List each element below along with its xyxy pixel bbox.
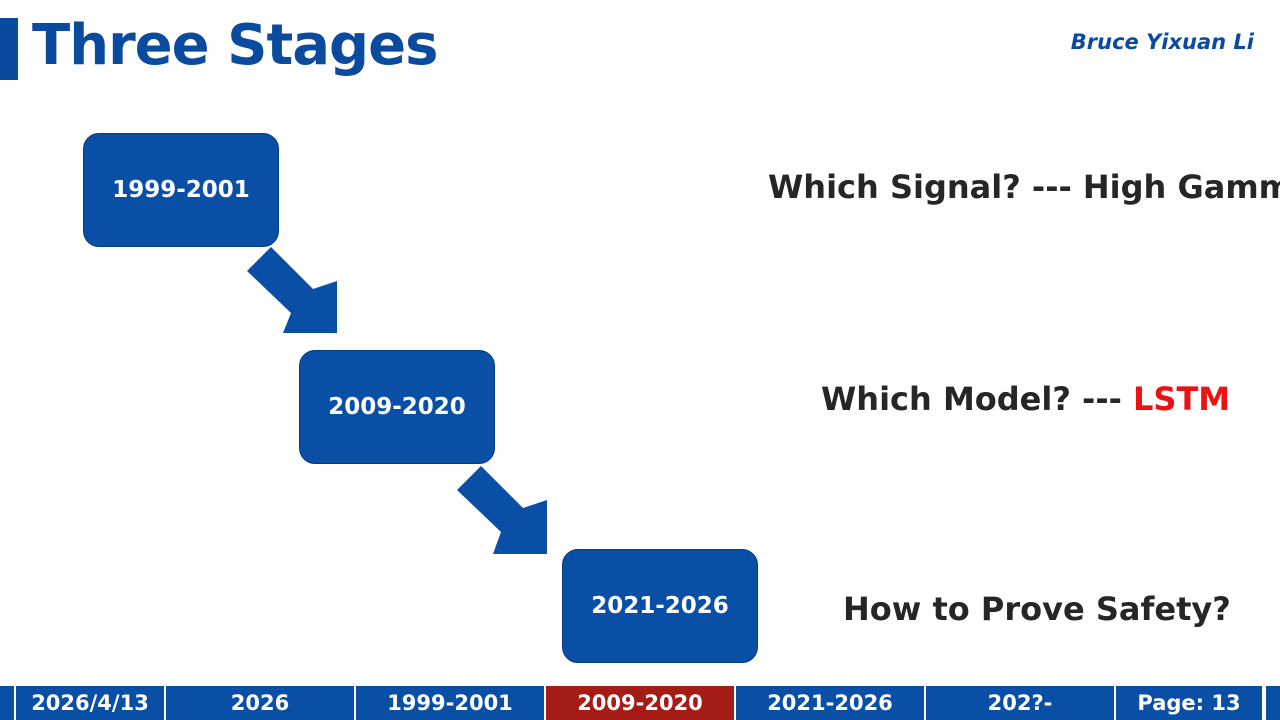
stage-question-1-text: Which Signal? --- High Gamma xyxy=(768,168,1280,206)
down-right-arrow-icon xyxy=(247,247,337,333)
footer-section-1999-2001[interactable]: 1999-2001 xyxy=(354,686,544,720)
footer-right-edge xyxy=(1266,686,1280,720)
title-accent-bar xyxy=(0,18,18,80)
stage-box-2: 2009-2020 xyxy=(299,350,495,464)
footer-section-2021-2026[interactable]: 2021-2026 xyxy=(734,686,924,720)
stage-question-3-text: How to Prove Safety? xyxy=(843,590,1231,628)
footer-section-2009-2020[interactable]: 2009-2020 xyxy=(544,686,734,720)
footer-date: 2026/4/13 xyxy=(14,686,164,720)
footer-left-edge xyxy=(0,686,14,720)
footer-page-number: Page: 13 xyxy=(1114,686,1262,720)
footer-divider xyxy=(1262,686,1266,720)
author-name: Bruce Yixuan Li xyxy=(1070,30,1254,54)
footer-section-202x[interactable]: 202?- xyxy=(924,686,1114,720)
stage-question-2-text: Which Model? --- xyxy=(821,380,1134,418)
stage-question-3: How to Prove Safety? xyxy=(843,590,1231,628)
stage-box-3: 2021-2026 xyxy=(562,549,758,663)
stage-question-2-highlight: LSTM xyxy=(1133,380,1231,418)
stage-question-2: Which Model? --- LSTM xyxy=(821,380,1230,418)
stage-box-1: 1999-2001 xyxy=(83,133,279,247)
footer-year[interactable]: 2026 xyxy=(164,686,354,720)
down-right-arrow-icon xyxy=(457,466,547,554)
footer-nav-bar: 2026/4/13 2026 1999-2001 2009-2020 2021-… xyxy=(0,686,1280,720)
page-title: Three Stages xyxy=(32,13,438,78)
stage-question-1: Which Signal? --- High Gamma xyxy=(768,168,1280,206)
